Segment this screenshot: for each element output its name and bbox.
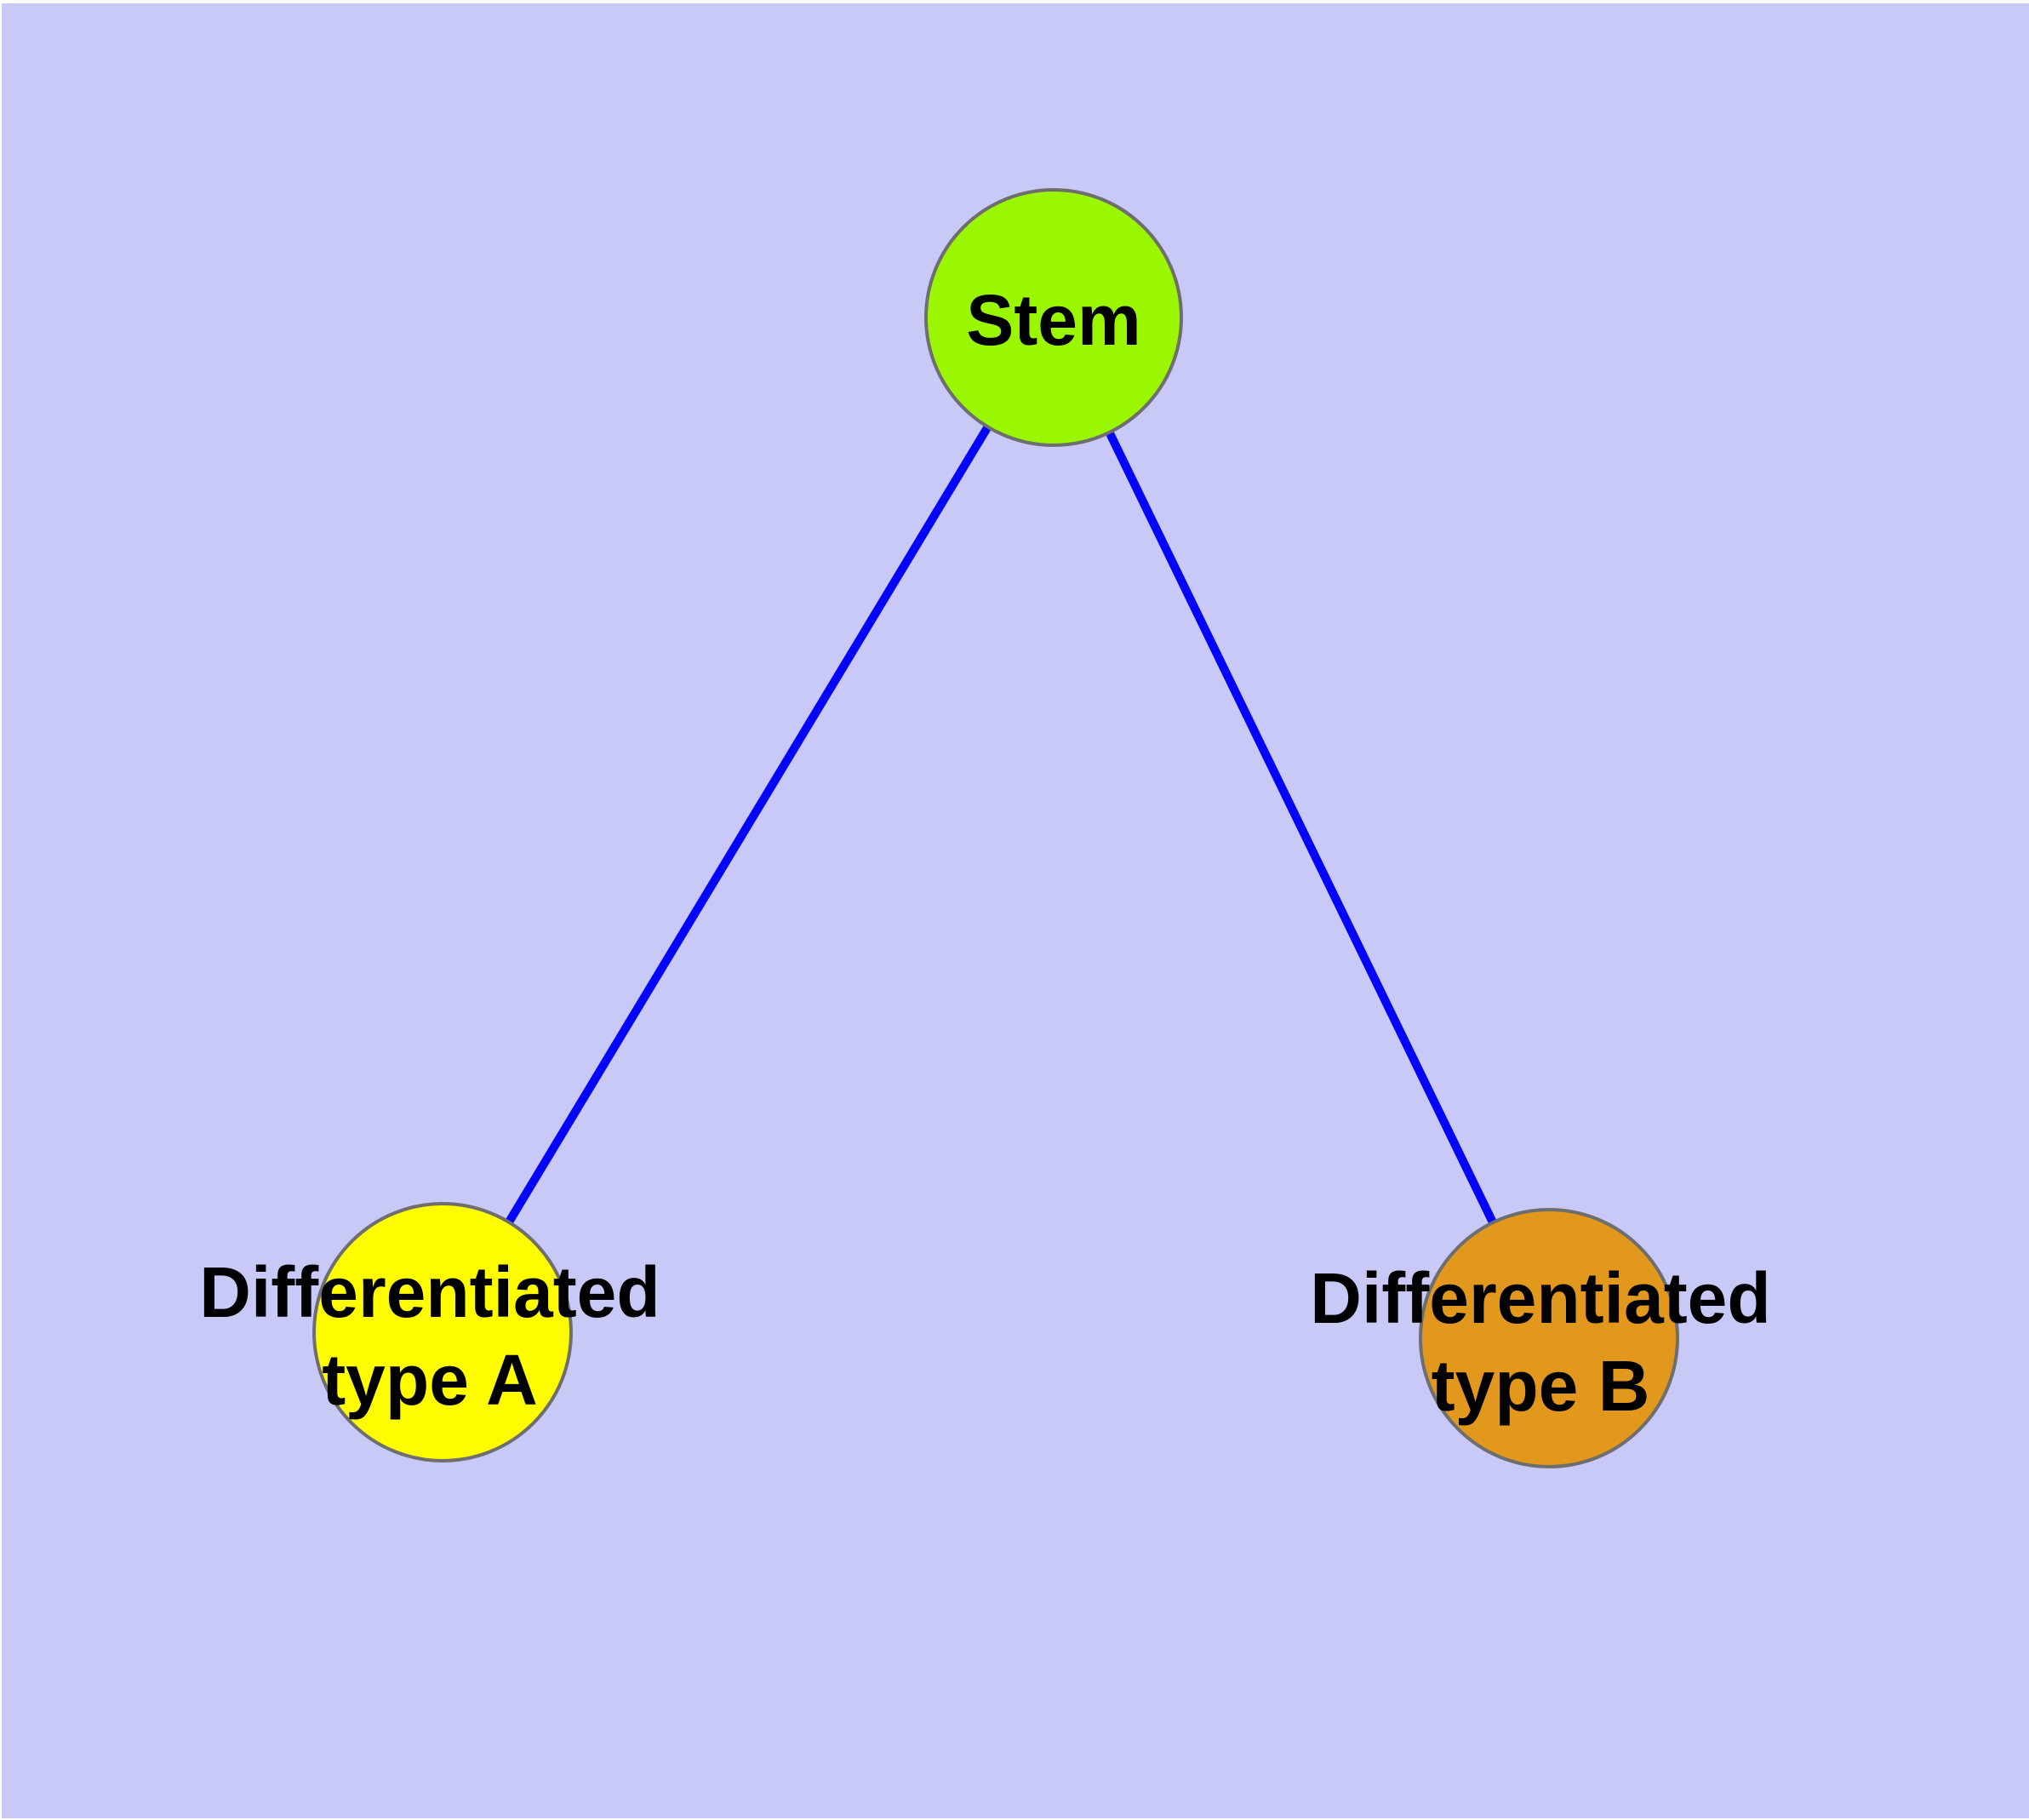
edge-stem-to-type-a: [438, 315, 1058, 1335]
node-differentiated-type-b-label-line2: type B: [1432, 1346, 1650, 1426]
node-differentiated-type-a-label-line1: Differentiated: [199, 1252, 660, 1332]
node-stem: [924, 188, 1183, 447]
node-stem-label: Stem: [966, 280, 1140, 360]
node-differentiated-type-a: [312, 1202, 573, 1462]
edge-stem-to-type-b: [1049, 315, 1553, 1341]
node-differentiated-type-a-label-line2: type A: [322, 1340, 538, 1420]
node-differentiated-type-b: [1419, 1208, 1679, 1468]
node-differentiated-type-b-label-line1: Differentiated: [1310, 1258, 1770, 1338]
